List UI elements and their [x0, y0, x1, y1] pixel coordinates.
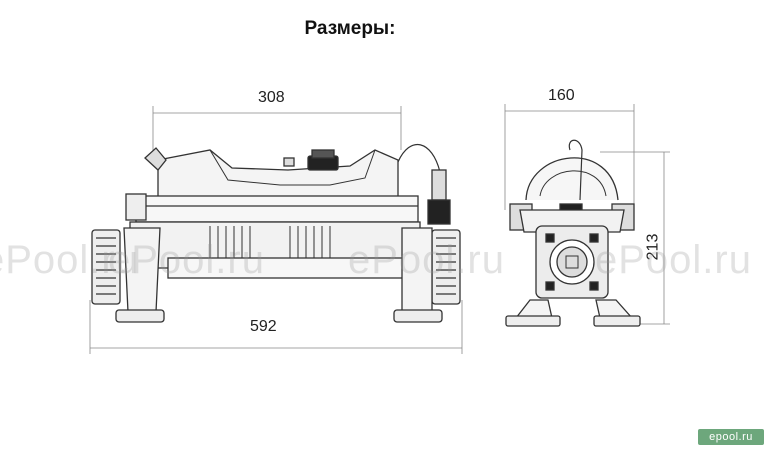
front-view	[504, 104, 670, 327]
watermark-1: ePool.ru	[0, 238, 139, 282]
logo-badge: epool.ru	[698, 429, 764, 445]
watermark-4: ePool.ru	[595, 238, 752, 282]
front-left-foot	[514, 299, 553, 319]
dimension-line-160	[504, 104, 635, 210]
dimension-line-592	[89, 300, 463, 354]
watermark-2: ePool.ru	[108, 238, 265, 282]
watermark-3: ePool.ru	[348, 238, 505, 282]
housing-body	[157, 149, 399, 201]
front-right-foot	[595, 299, 634, 319]
dimension-label-592: 592	[250, 318, 277, 335]
housing-arch	[525, 157, 619, 201]
dimension-label-308: 308	[258, 89, 285, 106]
flow-sensor	[431, 169, 447, 201]
dimension-label-160: 160	[548, 87, 575, 104]
page-title: Размеры:	[304, 18, 396, 39]
side-view	[89, 106, 463, 354]
